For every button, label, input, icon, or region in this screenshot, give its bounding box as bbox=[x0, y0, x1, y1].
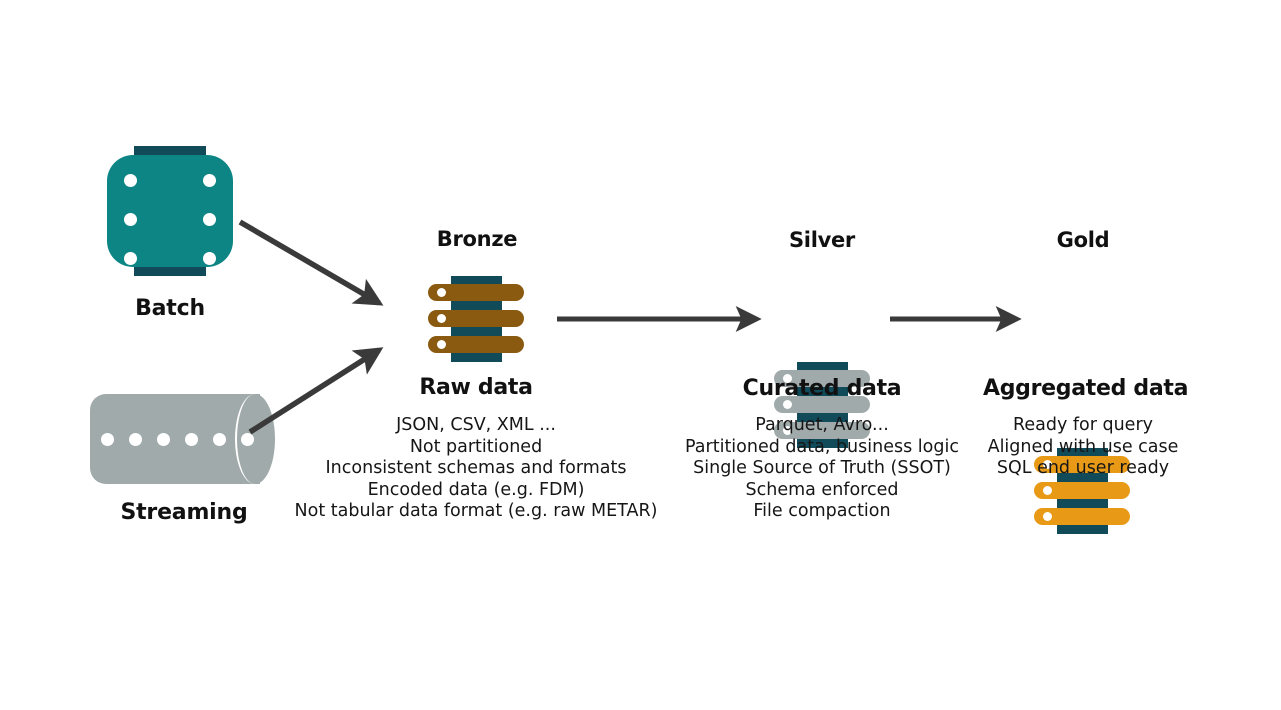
hard-drive-dot bbox=[203, 213, 216, 226]
hard-drive-dot bbox=[124, 252, 137, 265]
cylinder-dot bbox=[241, 433, 254, 446]
silver-bullet: Single Source of Truth (SSOT) bbox=[693, 458, 951, 478]
cylinder-dot bbox=[157, 433, 170, 446]
server-bar bbox=[428, 284, 524, 301]
bronze-bullet: Not partitioned bbox=[409, 436, 543, 457]
server-bar bbox=[428, 336, 524, 353]
silver-server-stack-icon bbox=[774, 362, 870, 448]
hard-drive-dot bbox=[203, 174, 216, 187]
server-led bbox=[783, 400, 792, 409]
silver-bullet: File compaction bbox=[753, 501, 891, 521]
bronze-bullets: JSON, CSV, XML ... Not partitioned Incon… bbox=[286, 415, 666, 523]
server-bar bbox=[428, 310, 524, 327]
server-led bbox=[437, 288, 446, 297]
silver-bullet: Parquet, Avro... bbox=[755, 415, 889, 435]
server-led bbox=[437, 314, 446, 323]
arrow-streaming-to-bronze bbox=[248, 347, 384, 435]
bronze-bullet: Not tabular data format (e.g. raw METAR) bbox=[294, 501, 658, 521]
stream-cylinder-icon bbox=[90, 394, 275, 484]
bronze-server-stack-icon bbox=[428, 276, 524, 362]
silver-bullet: Partitioned data, business logic bbox=[685, 436, 959, 457]
server-bar bbox=[774, 422, 870, 439]
bronze-bullet: Inconsistent schemas and formats bbox=[325, 458, 627, 478]
hard-drive-body bbox=[107, 155, 233, 267]
silver-heading: Silver bbox=[788, 228, 855, 252]
server-led bbox=[1043, 512, 1052, 521]
bronze-subheading: Raw data bbox=[419, 375, 533, 400]
silver-bullet: Schema enforced bbox=[745, 479, 899, 500]
streaming-label: Streaming bbox=[120, 500, 248, 525]
gold-bullet: Ready for query bbox=[1012, 415, 1154, 435]
cylinder-dot bbox=[185, 433, 198, 446]
batch-label: Batch bbox=[135, 296, 205, 321]
server-bar bbox=[774, 396, 870, 413]
server-led bbox=[1043, 460, 1052, 469]
server-bar bbox=[1034, 508, 1130, 525]
bronze-bullet: JSON, CSV, XML ... bbox=[396, 415, 556, 435]
hard-drive-dot bbox=[124, 213, 137, 226]
server-led bbox=[1043, 486, 1052, 495]
server-led bbox=[783, 426, 792, 435]
server-led bbox=[783, 374, 792, 383]
gold-subheading: Aggregated data bbox=[983, 376, 1189, 401]
gold-bullets: Ready for query Aligned with use case SQ… bbox=[983, 415, 1183, 480]
server-bar bbox=[1034, 456, 1130, 473]
cylinder-dot bbox=[213, 433, 226, 446]
gold-heading: Gold bbox=[1056, 228, 1110, 252]
hard-drive-icon bbox=[107, 146, 233, 276]
server-bar bbox=[774, 370, 870, 387]
server-bar bbox=[1034, 482, 1130, 499]
gold-server-stack-icon bbox=[1034, 448, 1130, 534]
cylinder-dot bbox=[101, 433, 114, 446]
gold-bullet: SQL end user ready bbox=[996, 458, 1170, 478]
silver-bullets: Parquet, Avro... Partitioned data, busin… bbox=[682, 415, 962, 523]
server-led bbox=[437, 340, 446, 349]
cylinder-dot bbox=[129, 433, 142, 446]
gold-bullet: Aligned with use case bbox=[987, 436, 1179, 457]
hard-drive-dot bbox=[203, 252, 216, 265]
cylinder-body bbox=[90, 394, 260, 484]
bronze-heading: Bronze bbox=[436, 227, 518, 251]
arrow-batch-to-bronze bbox=[238, 219, 384, 306]
bronze-bullet: Encoded data (e.g. FDM) bbox=[367, 479, 585, 500]
silver-subheading: Curated data bbox=[742, 376, 902, 401]
hard-drive-dot bbox=[124, 174, 137, 187]
